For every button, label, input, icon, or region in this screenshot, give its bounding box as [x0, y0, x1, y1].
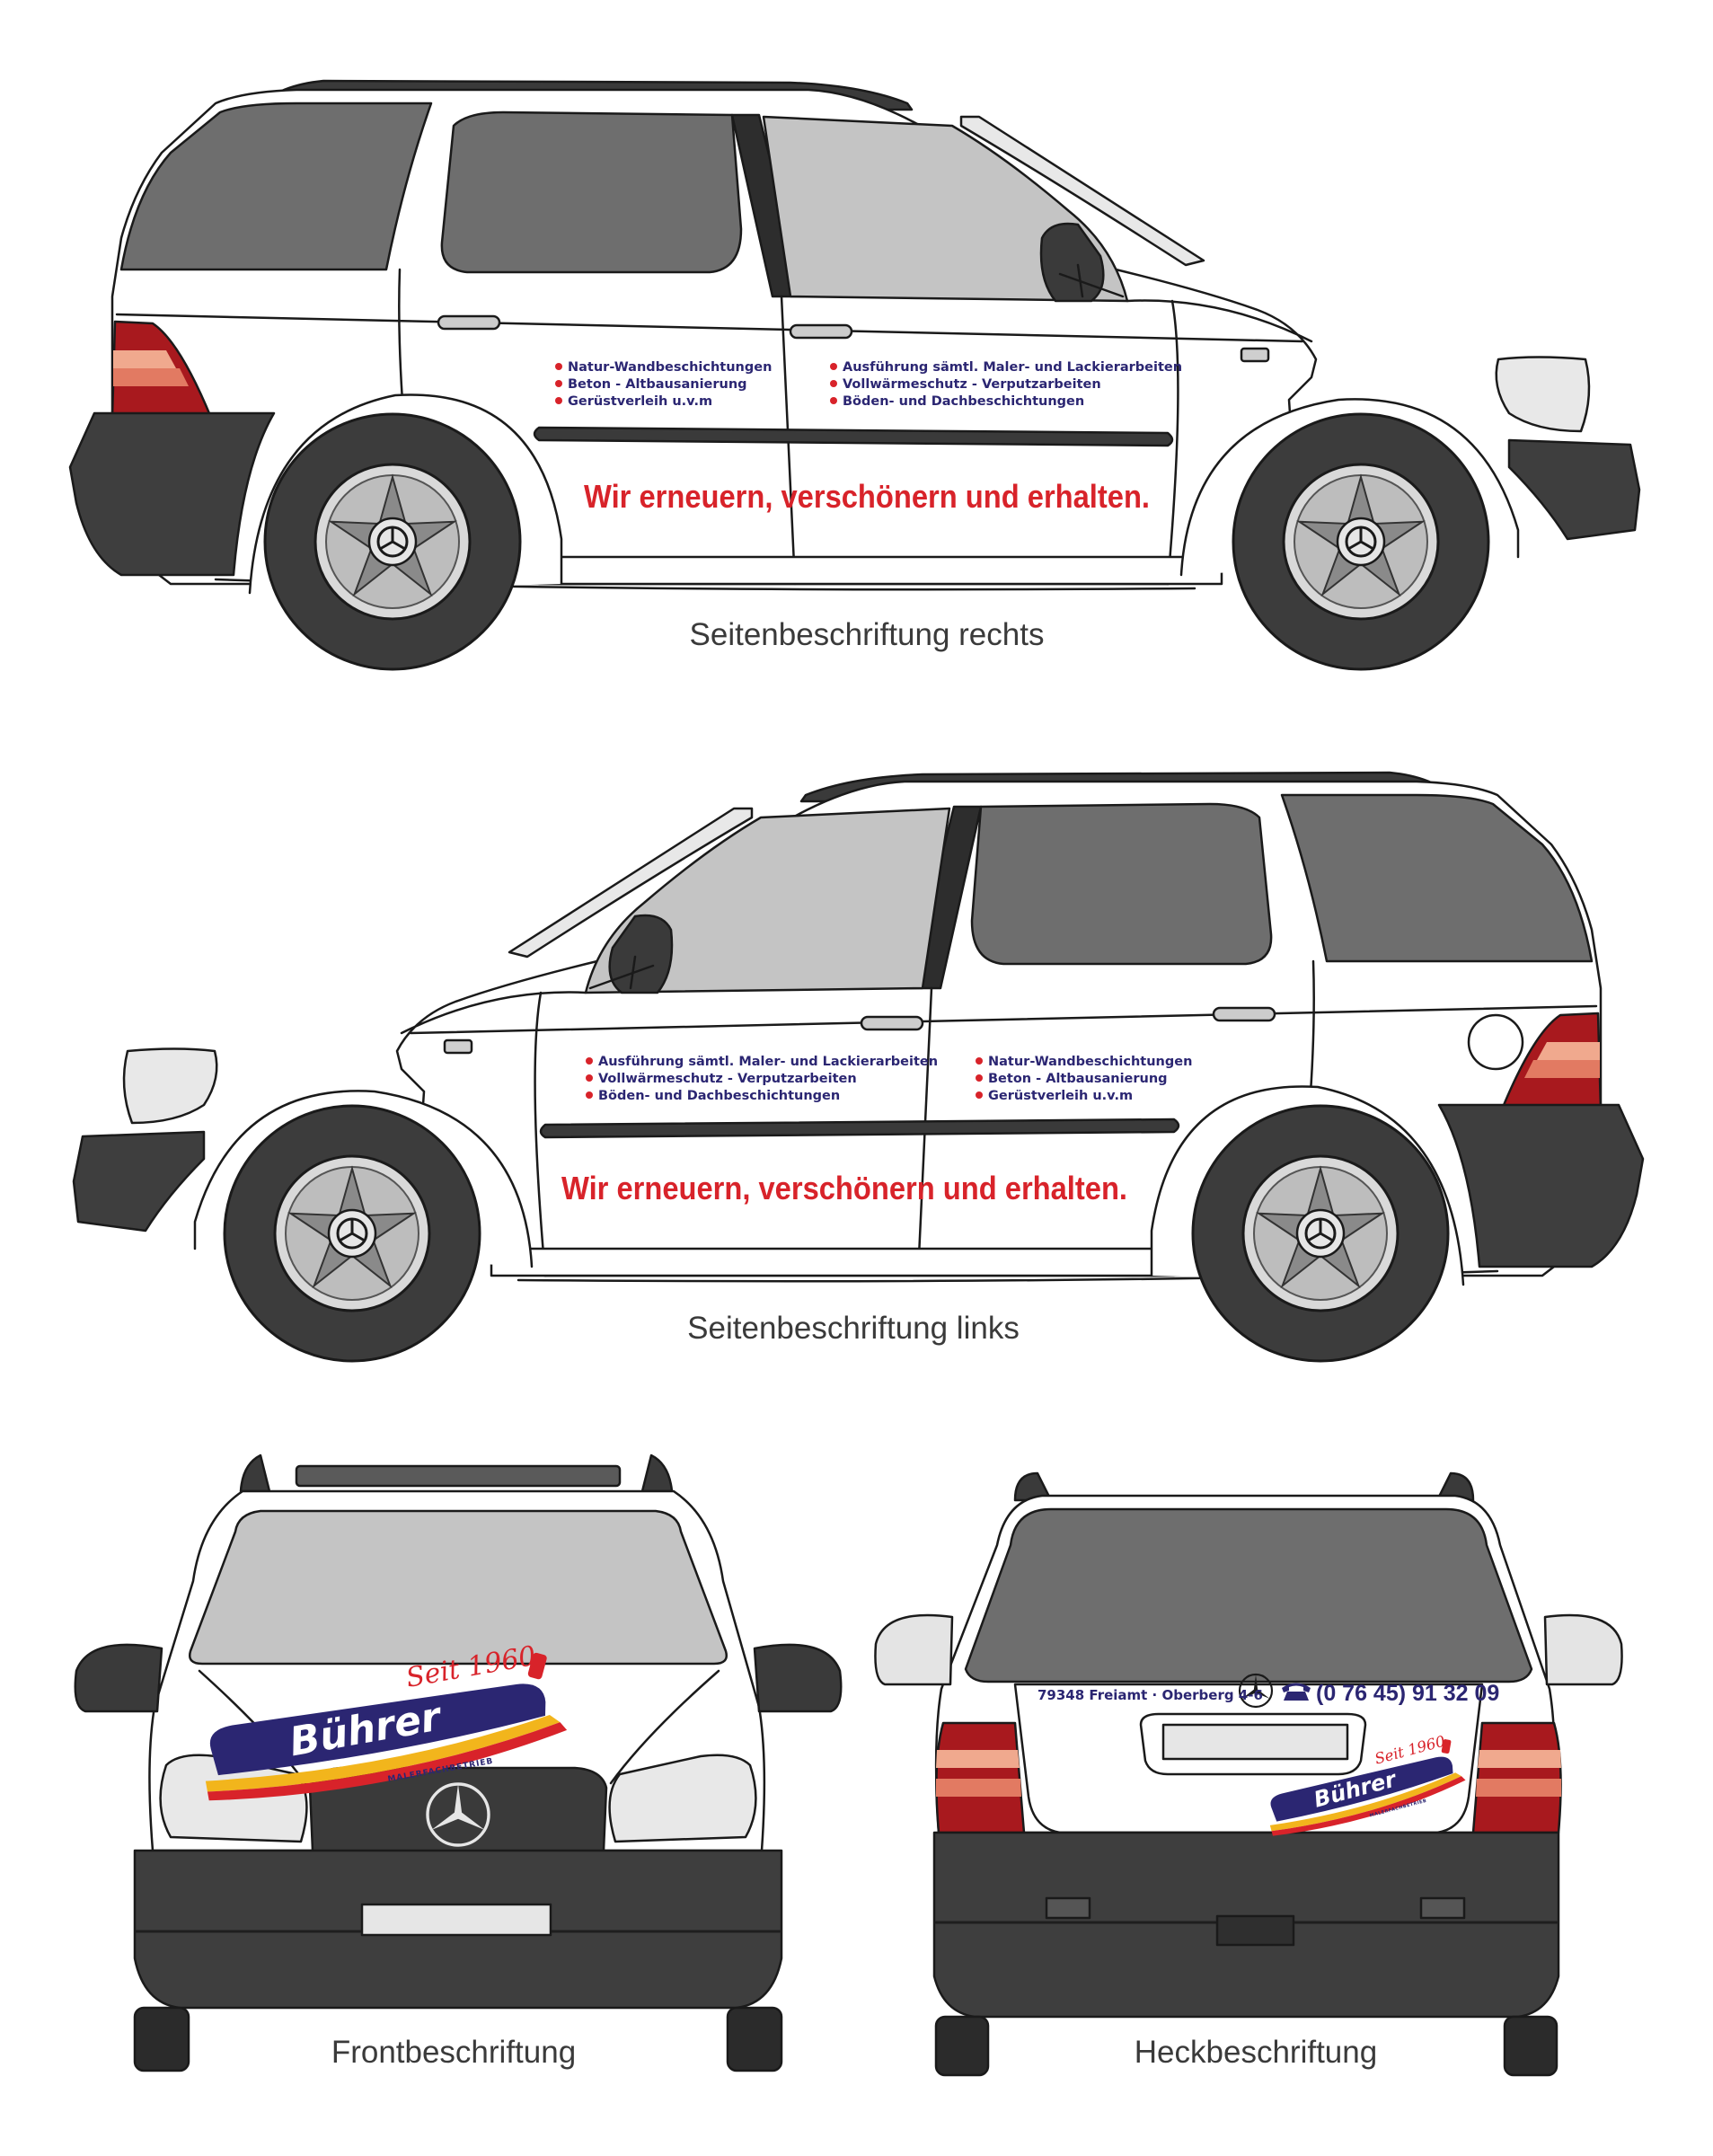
bullet-icon — [586, 1057, 593, 1065]
service-item: Beton - Altbausanierung — [988, 1072, 1168, 1086]
bullet-icon — [586, 1091, 593, 1099]
right-services-a: Natur-Wandbeschichtungen Beton - Altbaus… — [555, 360, 772, 409]
bullet-icon — [976, 1091, 983, 1099]
service-item: Vollwärmeschutz - Verputzarbeiten — [598, 1072, 857, 1086]
service-item: Natur-Wandbeschichtungen — [988, 1055, 1192, 1069]
caption-left: Seitenbeschriftung links — [687, 1311, 1020, 1346]
slogan-left: Wir erneuern, verschönern und erhalten. — [561, 1170, 1127, 1206]
service-item: Böden- und Dachbeschichtungen — [843, 394, 1084, 409]
buehrer-logo-front: Bührer Seit 1960 MALERFACHBETRIEB — [205, 1640, 568, 1801]
service-item: Vollwärmeschutz - Verputzarbeiten — [843, 377, 1101, 392]
front-license-plate — [360, 1903, 552, 1937]
right-services-b: Ausführung sämtl. Maler- und Lackierarbe… — [830, 360, 1182, 409]
service-item: Ausführung sämtl. Maler- und Lackierarbe… — [843, 360, 1182, 375]
bullet-icon — [555, 380, 562, 387]
rear-view: 79348 Freiamt · Oberberg 4-6 (0 76 45) 9… — [874, 1471, 1623, 2077]
bullet-icon — [976, 1057, 983, 1065]
rear-license-plate — [1161, 1723, 1349, 1761]
front-view: Bührer Seit 1960 MALERFACHBETRIEB Frontb… — [74, 1454, 843, 2072]
service-item: Böden- und Dachbeschichtungen — [598, 1089, 840, 1103]
service-item: Natur-Wandbeschichtungen — [568, 360, 772, 375]
left-side-view: Ausführung sämtl. Maler- und Lackierarbe… — [74, 773, 1643, 1361]
mercedes-star-icon — [426, 1782, 490, 1847]
suv-right-side-drawing — [70, 81, 1639, 669]
left-services-b: Ausführung sämtl. Maler- und Lackierarbe… — [586, 1055, 938, 1103]
right-side-view: Natur-Wandbeschichtungen Beton - Altbaus… — [70, 81, 1639, 669]
phone-number: (0 76 45) 91 32 09 — [1316, 1681, 1499, 1706]
service-item: Gerüstverleih u.v.m — [988, 1089, 1133, 1103]
bullet-icon — [976, 1074, 983, 1082]
caption-front: Frontbeschriftung — [331, 2035, 576, 2070]
service-item: Gerüstverleih u.v.m — [568, 394, 712, 409]
fuel-cap — [1467, 1013, 1524, 1071]
slogan-right: Wir erneuern, verschönern und erhalten. — [584, 478, 1150, 515]
bullet-icon — [555, 363, 562, 370]
bullet-icon — [586, 1074, 593, 1082]
address-text: 79348 Freiamt · Oberberg 4-6 — [1038, 1687, 1263, 1703]
bullet-icon — [555, 397, 562, 404]
bullet-icon — [830, 363, 837, 370]
caption-rear: Heckbeschriftung — [1135, 2035, 1377, 2070]
caption-right: Seitenbeschriftung rechts — [690, 617, 1045, 652]
service-item: Ausführung sämtl. Maler- und Lackierarbe… — [598, 1055, 938, 1069]
bullet-icon — [830, 380, 837, 387]
paintbrush-icon — [1441, 1739, 1452, 1754]
telephone-icon — [1282, 1683, 1311, 1701]
service-item: Beton - Altbausanierung — [568, 377, 747, 392]
left-services-a: Natur-Wandbeschichtungen Beton - Altbaus… — [976, 1055, 1192, 1103]
bullet-icon — [830, 397, 837, 404]
paintbrush-icon — [527, 1652, 547, 1680]
